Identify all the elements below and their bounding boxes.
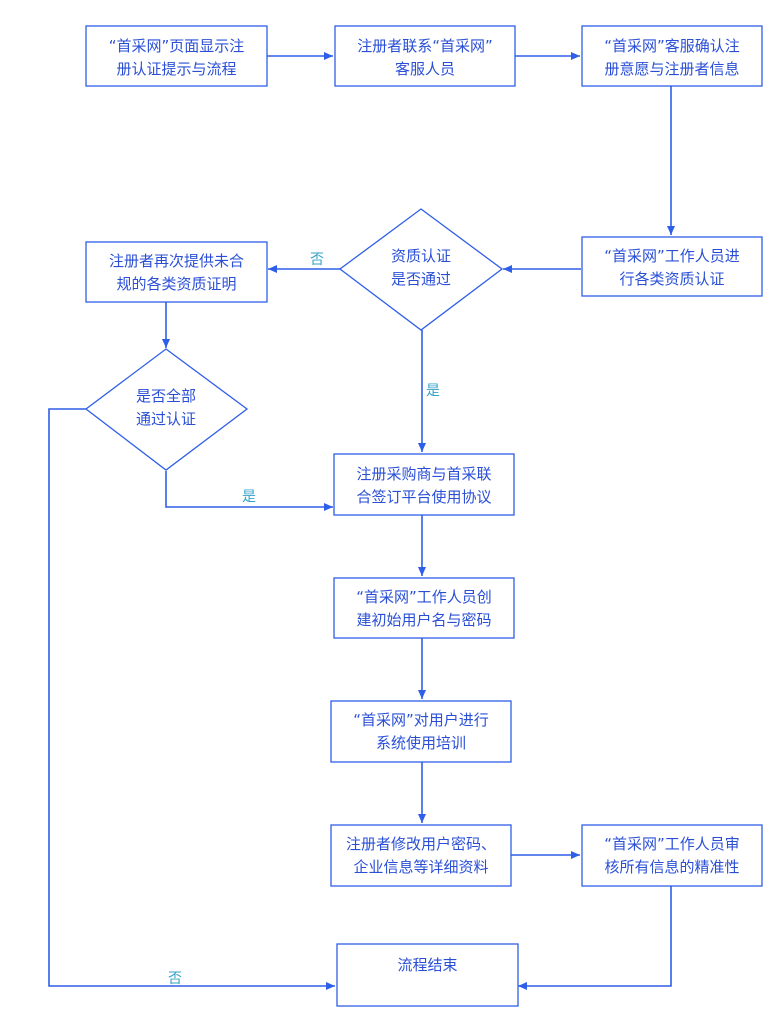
- edge-label-d1-yes: 是: [426, 383, 440, 399]
- node-contact-service-line1: 注册者联系“首采网”: [357, 37, 493, 55]
- node-sign-agreement: 注册采购商与首采联 合签订平台使用协议: [333, 453, 515, 516]
- node-create-account-line2: 建初始用户名与密码: [356, 611, 491, 629]
- node-training: “首采网”对用户进行 系统使用培训: [330, 700, 512, 763]
- node-create-account-line1: “首采网”工作人员创: [356, 588, 492, 606]
- node-training-line1: “首采网”对用户进行: [353, 711, 489, 729]
- node-update-info-line1: 注册者修改用户密码、: [346, 835, 496, 853]
- node-contact-service: 注册者联系“首采网” 客服人员: [334, 25, 516, 87]
- edge-label-d2-yes: 是: [242, 489, 256, 505]
- decision-all-passed-line1: 是否全部: [136, 387, 196, 405]
- node-sign-agreement-line2: 合签订平台使用协议: [356, 488, 491, 506]
- node-qualification-check: “首采网”工作人员进 行各类资质认证: [581, 236, 763, 297]
- edge-label-d1-no: 否: [310, 252, 324, 268]
- node-contact-service-line2: 客服人员: [395, 60, 455, 78]
- node-process-end: 流程结束: [336, 943, 519, 1007]
- node-sign-agreement-line1: 注册采购商与首采联: [356, 465, 491, 483]
- node-confirm-intent-line2: 册意愿与注册者信息: [604, 60, 739, 78]
- edge-d2-end: [48, 408, 335, 990]
- node-audit-info-line1: “首采网”工作人员审: [604, 835, 740, 853]
- decision-qualification-pass: 资质认证 是否通过: [338, 208, 504, 331]
- decision-qualification-pass-line2: 是否通过: [391, 270, 451, 288]
- node-resubmit-docs: 注册者再次提供未合 规的各类资质证明: [85, 241, 268, 303]
- edges: [48, 52, 675, 990]
- edge-n10-end: [518, 886, 672, 990]
- node-show-notice-line1: “首采网”页面显示注: [109, 37, 245, 55]
- node-resubmit-docs-line2: 规的各类资质证明: [116, 275, 236, 293]
- node-confirm-intent-line1: “首采网”客服确认注: [604, 37, 740, 55]
- node-audit-info: “首采网”工作人员审 核所有信息的精准性: [581, 824, 763, 887]
- edge-label-d2-no: 否: [168, 971, 182, 987]
- node-show-notice-line2: 册认证提示与流程: [116, 60, 236, 78]
- node-training-line2: 系统使用培训: [376, 734, 466, 752]
- node-update-info-line2: 企业信息等详细资料: [353, 858, 488, 876]
- node-qualification-check-line1: “首采网”工作人员进: [604, 247, 740, 265]
- node-confirm-intent: “首采网”客服确认注 册意愿与注册者信息: [581, 25, 763, 87]
- node-resubmit-docs-line1: 注册者再次提供未合: [109, 252, 244, 270]
- edge-d2-n6: [165, 471, 333, 511]
- decision-all-passed-line2: 通过认证: [136, 410, 196, 428]
- node-qualification-check-line2: 行各类资质认证: [619, 270, 724, 288]
- node-process-end-label: 流程结束: [397, 956, 457, 974]
- node-create-account: “首采网”工作人员创 建初始用户名与密码: [333, 577, 515, 639]
- decision-qualification-pass-line1: 资质认证: [391, 247, 451, 265]
- node-update-info: 注册者修改用户密码、 企业信息等详细资料: [330, 824, 512, 887]
- node-show-notice: “首采网”页面显示注 册认证提示与流程: [85, 25, 268, 87]
- decision-all-passed: 是否全部 通过认证: [84, 348, 249, 471]
- node-audit-info-line2: 核所有信息的精准性: [604, 858, 739, 876]
